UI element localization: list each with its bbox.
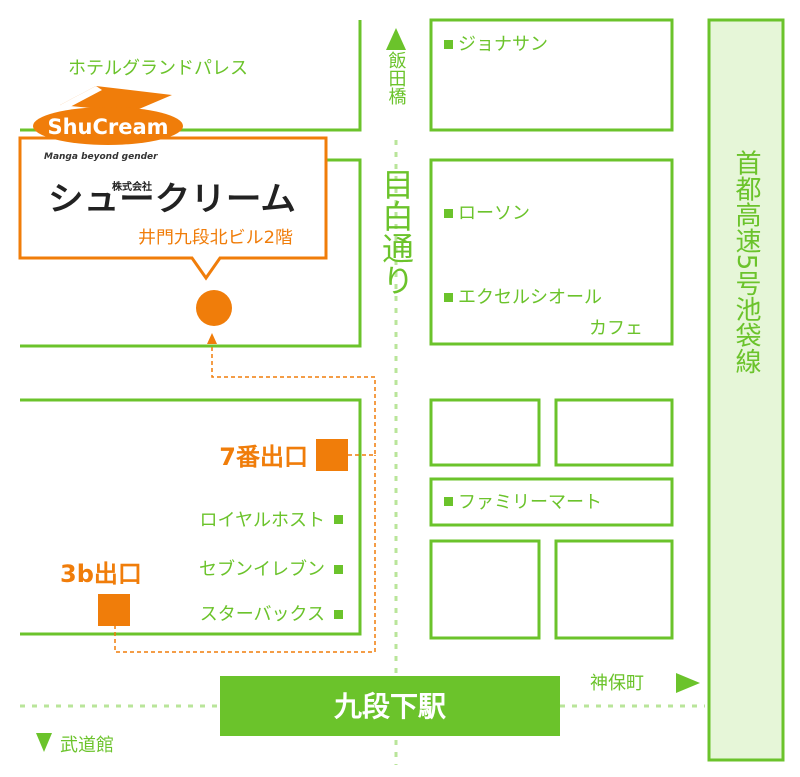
company-prefix: 株式会社 [112,180,152,193]
exit3b-label: 3b出口 [60,560,142,588]
block-bottom-1 [429,539,541,640]
logo-tagline: Manga beyond gender [44,152,158,162]
logo-brand: ShuCream [47,115,168,139]
route-exit7 [211,344,376,456]
landmark-familymart: ファミリーマート [458,492,602,513]
landmark-excelsior: エクセルシオール [458,287,602,308]
bullet-excelsior [444,293,453,302]
landmark-hotel: ホテルグランドパレス [68,58,248,79]
landmark-excelsior-cafe: カフェ [589,318,643,339]
block-bottom-2 [554,539,674,640]
callout-box [18,136,328,281]
block-office [20,158,362,348]
exit7-marker [316,439,348,471]
bullet-starbucks [334,610,343,619]
landmark-seveneleven: セブンイレブン [199,558,325,580]
block-jonathan [429,18,674,132]
label-iidabashi: 飯田橋 [386,51,407,106]
company-name: シュークリーム [48,179,296,218]
exit3b-marker [98,594,130,626]
destination-marker [196,290,232,326]
bullet-royalhost [334,515,343,524]
route-arrowhead [207,333,217,344]
block-lawson [429,158,674,346]
route-exit3b [114,455,376,653]
label-budokan: 武道館 [60,735,114,756]
bullet-jonathan [444,40,453,49]
landmark-lawson: ローソン [458,203,530,224]
east-arrow-icon [676,673,700,693]
block-small-2 [554,398,674,467]
label-jimbocho: 神保町 [590,673,644,694]
landmark-royalhost: ロイヤルホスト [200,510,325,531]
bullet-lawson [444,209,453,218]
station-box [220,676,560,736]
bullet-familymart [444,497,453,506]
station-name: 九段下駅 [334,690,446,723]
company-address: 井門九段北ビル2階 [138,228,293,248]
highway-label: 首都高速5号池袋線 [731,150,761,375]
highway-band [707,18,785,762]
block-shops-left [20,398,362,636]
exit7-label: 7番出口 [219,443,308,471]
block-familymart [429,477,674,527]
landmark-starbucks: スターバックス [200,604,325,625]
bullet-seveneleven [334,565,343,574]
block-small-1 [429,398,541,467]
street-mejiro: 目白通り [377,168,415,296]
south-arrow-icon [36,733,52,752]
north-arrow-icon [386,28,406,50]
landmark-jonathan: ジョナサン [458,34,548,55]
shucream-logo: ShuCream [33,86,183,145]
